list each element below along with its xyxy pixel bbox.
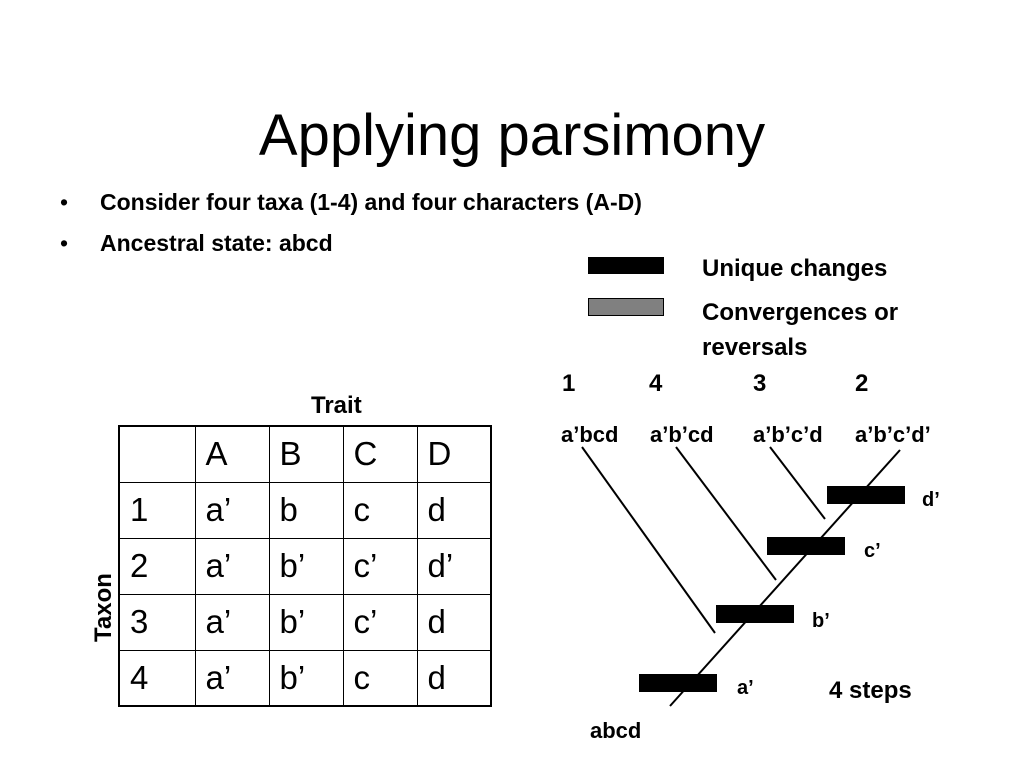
tree-branch-taxon-3 [769,446,826,520]
bullet-dot: • [60,230,69,256]
table-cell: d [416,593,492,651]
change-bar-d [827,486,905,504]
table-cell: 1 [118,481,196,539]
table-cell: d [416,649,492,707]
table-cell: d’ [416,537,492,595]
tree-branch-taxon-1 [581,446,716,634]
table-cell: b’ [268,537,344,595]
tree-tip-state: a’b’c’d’ [855,422,931,447]
tree-root-label: abcd [590,718,641,743]
table-cell: c’ [342,593,418,651]
trait-table: A B C D 1 a’ b c d 2 a’ b’ c’ d’ 3 a’ b’… [118,425,492,707]
page-title: Applying parsimony [258,102,766,168]
bullet-list: • Consider four taxa (1-4) and four char… [60,186,642,268]
tree-tip-state: a’b’cd [650,422,714,447]
table-cell: a’ [194,593,270,651]
legend-convergence-label: Convergences or [702,299,899,326]
table-row: 4 a’ b’ c d [118,649,492,707]
tree-taxon-number: 3 [753,370,766,397]
tree-tip-state: a’bcd [561,422,618,447]
table-cell: 3 [118,593,196,651]
table-cell: b’ [268,649,344,707]
table-cell: d [416,481,492,539]
table-cell: a’ [194,649,270,707]
legend-unique-swatch [588,257,664,274]
legend-convergence-swatch [588,298,664,316]
table-cell: c [342,649,418,707]
tree-taxon-number: 4 [649,370,663,397]
table-cell: c [342,481,418,539]
bullet-dot: • [60,189,69,215]
steps-count-label: 4 steps [829,677,912,704]
bullet-text: Consider four taxa (1-4) and four charac… [100,189,642,215]
bullet-item: • Consider four taxa (1-4) and four char… [60,186,642,227]
change-bar-a [639,674,717,692]
change-bar-c [767,537,845,555]
trait-axis-label: Trait [311,392,362,419]
change-bar-b [716,605,794,623]
bullet-text: Ancestral state: abcd [100,230,333,256]
table-row: 3 a’ b’ c’ d [118,593,492,651]
tree-taxon-number: 1 [562,370,575,397]
tree-tip-state: a’b’c’d [753,422,823,447]
table-header-cell: A [194,425,270,483]
table-header-cell: D [416,425,492,483]
table-row: 2 a’ b’ c’ d’ [118,537,492,595]
table-header-cell [118,425,196,483]
table-cell: b’ [268,593,344,651]
tree-taxon-number: 2 [855,370,868,397]
table-cell: 2 [118,537,196,595]
tree-branch-taxon-4 [675,446,777,581]
legend-unique-label: Unique changes [702,255,888,282]
change-label-a: a’ [737,677,754,699]
change-label-d: d’ [922,489,940,511]
bullet-item: • Ancestral state: abcd [60,227,642,268]
change-label-c: c’ [864,540,881,562]
change-label-b: b’ [812,610,830,632]
table-cell: a’ [194,537,270,595]
legend-reversals-label: reversals [702,334,808,361]
table-cell: a’ [194,481,270,539]
table-row: 1 a’ b c d [118,481,492,539]
